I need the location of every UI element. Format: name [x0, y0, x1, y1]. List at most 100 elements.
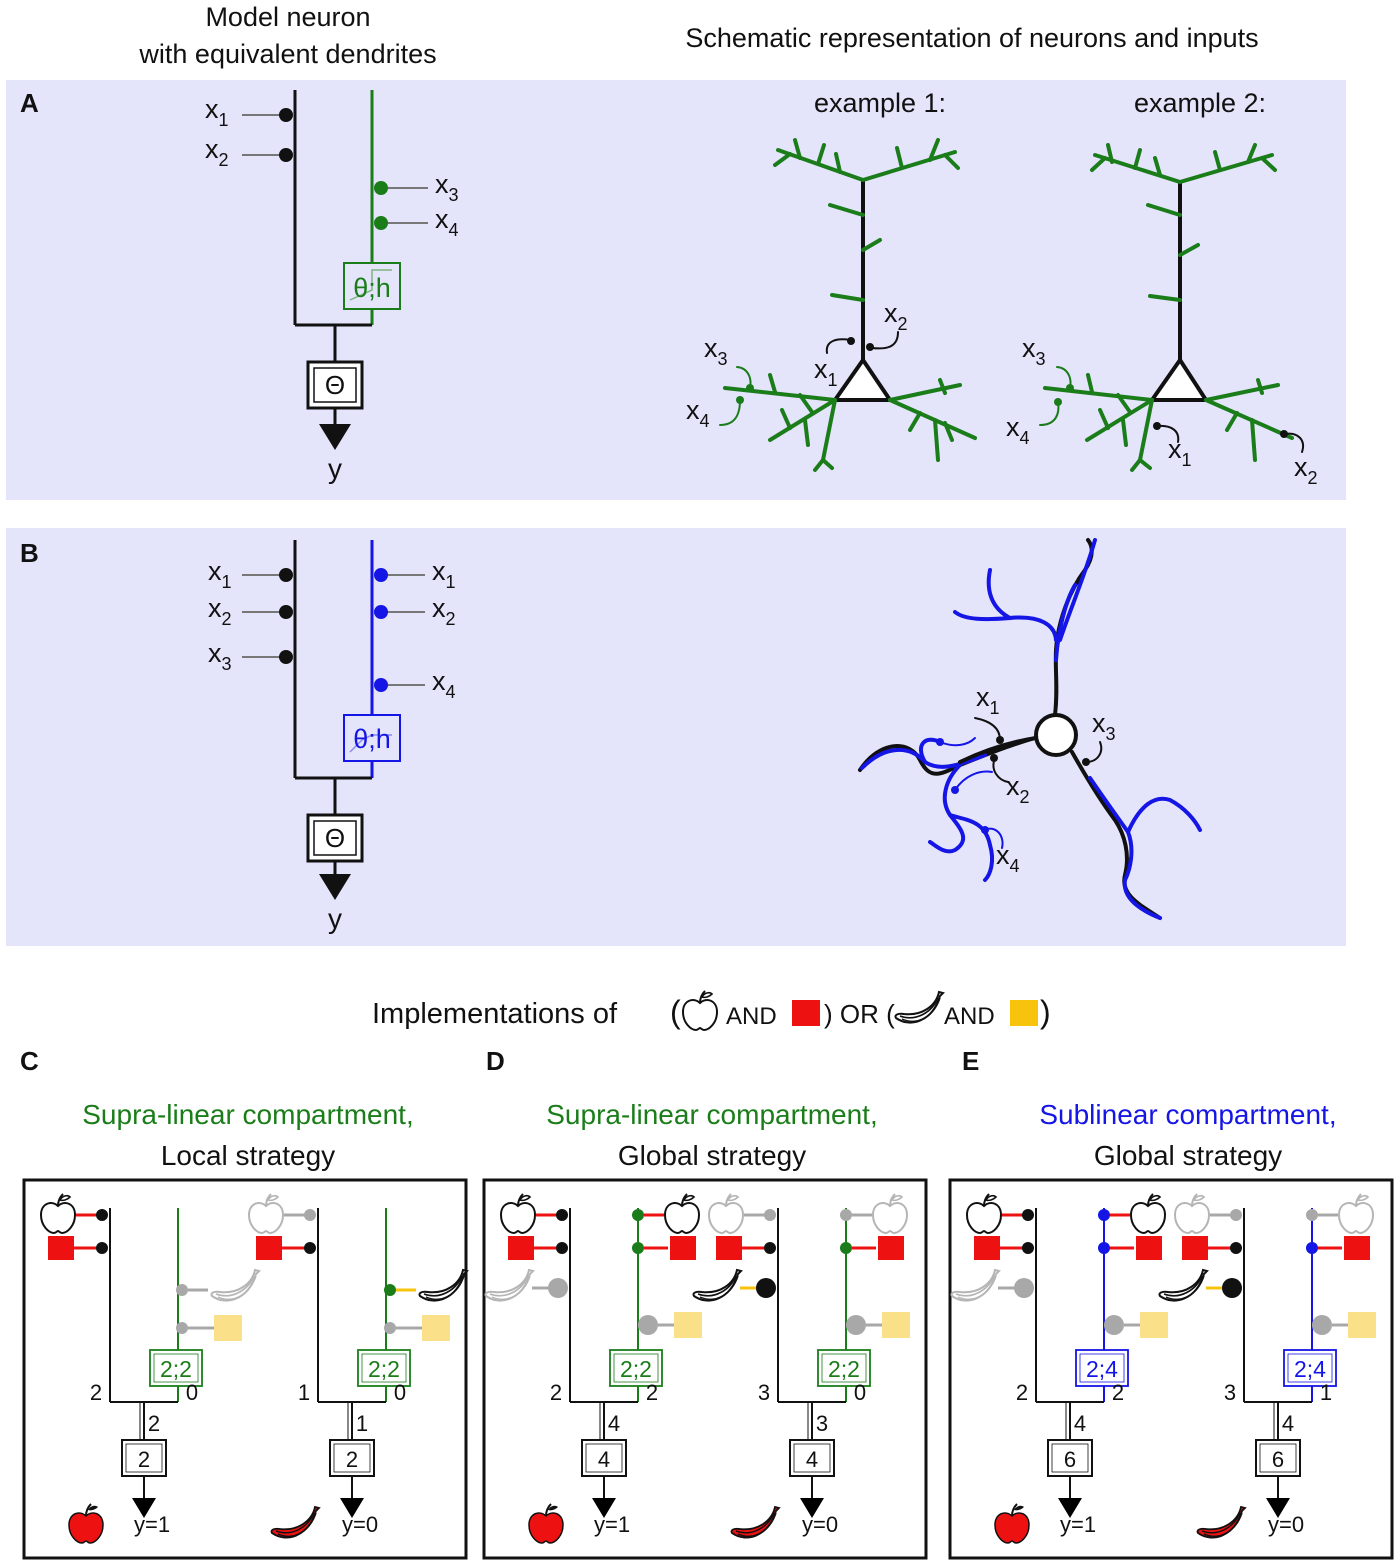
- impl-apple-icon: [682, 990, 718, 1031]
- soma-box-inner: [585, 1443, 623, 1473]
- soma-box: [1255, 1439, 1301, 1477]
- right-red-square-icon: [1344, 1236, 1370, 1260]
- left-apple-synapse: [1022, 1209, 1034, 1221]
- left-red-square-icon: [716, 1236, 742, 1260]
- impl-yellow-square: [1010, 1000, 1038, 1026]
- panel-b-label: B: [20, 538, 39, 568]
- dendrite-box-label: 2;2: [620, 1356, 652, 1382]
- soma-threshold-label: 2: [346, 1447, 358, 1472]
- right-yellow-synapse: [176, 1322, 188, 1334]
- total-sum-label: 1: [356, 1411, 368, 1436]
- right-yellow-synapse: [638, 1315, 658, 1335]
- left-apple-synapse: [304, 1209, 316, 1221]
- right-red-synapse: [632, 1242, 644, 1254]
- left-apple-synapse: [96, 1209, 108, 1221]
- left-sum-label: 2: [90, 1380, 102, 1405]
- right-sum-label: 1: [1320, 1380, 1332, 1405]
- right-yellow-square-icon: [1348, 1312, 1376, 1338]
- soma-threshold-label: 2: [138, 1447, 150, 1472]
- dendrite-box-label: 2;2: [368, 1356, 400, 1382]
- left-banana-synapse: [1222, 1278, 1242, 1298]
- output-arrow: [1266, 1498, 1290, 1518]
- dendrite-box-inner: [1079, 1353, 1125, 1383]
- a-output-label: y: [328, 453, 342, 484]
- impl-prefix: Implementations of: [372, 998, 618, 1030]
- right-apple-synapse: [632, 1209, 644, 1221]
- b-dendrite-box-label: θ;h: [353, 724, 391, 754]
- dendrite-box: [149, 1349, 203, 1387]
- output-arrow: [1058, 1498, 1082, 1518]
- output-arrow: [592, 1498, 616, 1518]
- output-label: y=1: [1060, 1512, 1096, 1537]
- panel-title-1: Supra-linear compartment,: [82, 1099, 413, 1130]
- right-yellow-synapse: [384, 1322, 396, 1334]
- left-red-synapse: [96, 1242, 108, 1254]
- left-apple-synapse: [764, 1209, 776, 1221]
- soma-box-inner: [1051, 1443, 1089, 1473]
- header-left-line1: Model neuron: [205, 2, 370, 32]
- example-2-label: example 2:: [1134, 88, 1266, 118]
- implementations-header: Implementations of ( AND ) OR ( AND ): [372, 990, 1051, 1031]
- total-sum-label: 2: [148, 1411, 160, 1436]
- right-banana-synapse: [384, 1284, 396, 1296]
- right-sum-label: 2: [646, 1380, 658, 1405]
- right-sum-label: 0: [186, 1380, 198, 1405]
- b-soma-label: Θ: [325, 823, 345, 853]
- panel-title-1: Supra-linear compartment,: [546, 1099, 877, 1130]
- left-apple-synapse: [556, 1209, 568, 1221]
- panel-title-2: Global strategy: [1094, 1140, 1282, 1171]
- dendrite-box: [357, 1349, 411, 1387]
- right-red-square-icon: [878, 1236, 904, 1260]
- output-label: y=1: [594, 1512, 630, 1537]
- output-arrow: [340, 1498, 364, 1518]
- dendrite-box-label: 2;2: [160, 1356, 192, 1382]
- total-sum-label: 3: [816, 1411, 828, 1436]
- left-red-square-icon: [256, 1236, 282, 1260]
- right-yellow-square-icon: [422, 1315, 450, 1341]
- output-label: y=0: [1268, 1512, 1304, 1537]
- left-red-synapse: [1230, 1242, 1242, 1254]
- left-red-synapse: [764, 1242, 776, 1254]
- impl-or: ) OR (: [824, 999, 895, 1029]
- left-apple-synapse: [1230, 1209, 1242, 1221]
- left-sum-label: 3: [758, 1380, 770, 1405]
- dendrite-box-label: 2;2: [828, 1356, 860, 1382]
- dendrite-box-inner: [153, 1353, 199, 1383]
- soma-threshold-label: 4: [806, 1447, 818, 1472]
- left-red-synapse: [304, 1242, 316, 1254]
- right-red-square-icon: [1136, 1236, 1162, 1260]
- a-dendrite-box-label: θ;h: [353, 273, 391, 303]
- right-apple-synapse: [1306, 1209, 1318, 1221]
- right-yellow-square-icon: [214, 1315, 242, 1341]
- right-yellow-synapse: [1312, 1315, 1332, 1335]
- right-red-square-icon: [670, 1236, 696, 1260]
- output-arrow: [800, 1498, 824, 1518]
- pyramidal-neuron-2: [1039, 143, 1304, 472]
- pyramidal-neuron-1: [719, 138, 977, 472]
- soma-box: [581, 1439, 627, 1477]
- dendrite-box-label: 2;4: [1294, 1356, 1326, 1382]
- panel-e-label: E: [962, 1046, 979, 1076]
- header-right: Schematic representation of neurons and …: [685, 23, 1258, 53]
- right-apple-synapse: [1098, 1209, 1110, 1221]
- impl-open-paren: (: [670, 994, 681, 1030]
- panel-d-label: D: [486, 1046, 505, 1076]
- output-arrow: [132, 1498, 156, 1518]
- right-sum-label: 0: [394, 1380, 406, 1405]
- total-sum-label: 4: [1282, 1411, 1294, 1436]
- left-banana-synapse: [756, 1278, 776, 1298]
- right-red-synapse: [1306, 1242, 1318, 1254]
- panel-c-label: C: [20, 1046, 39, 1076]
- output-label: y=0: [802, 1512, 838, 1537]
- soma-box: [789, 1439, 835, 1477]
- right-sum-label: 0: [854, 1380, 866, 1405]
- right-red-synapse: [1098, 1242, 1110, 1254]
- dendrite-box-label: 2;4: [1086, 1356, 1118, 1382]
- dendrite-box: [609, 1349, 663, 1387]
